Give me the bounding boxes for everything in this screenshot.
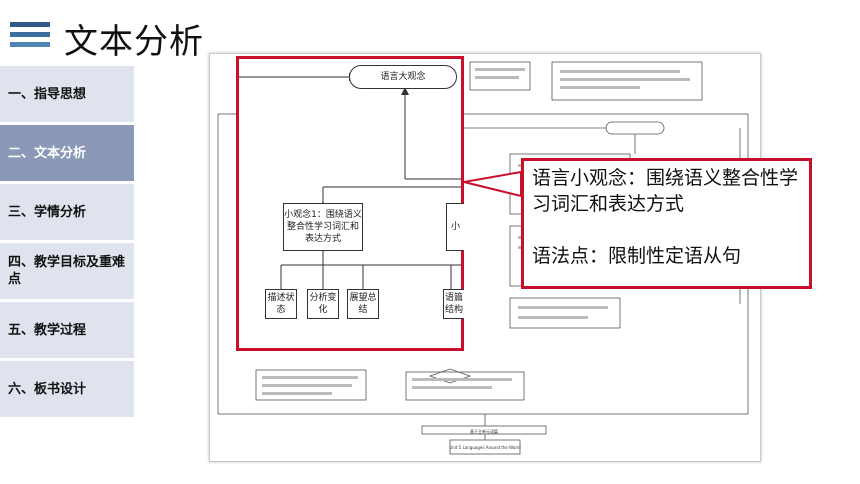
zoom-small-concept-1: 小观念1：围绕语义整合性学习词汇和表达方式	[283, 203, 363, 251]
bottom-box-1-label: 基于主单元语篇	[470, 428, 498, 434]
sidebar-nav: 一、指导思想 二、文本分析 三、学情分析 四、教学目标及重难点 五、教学过程 六…	[0, 66, 134, 420]
hamburger-icon	[10, 22, 50, 52]
sidebar-item-teaching-process[interactable]: 五、教学过程	[0, 302, 134, 358]
zoom-leaf-describe: 描述状态	[265, 289, 297, 319]
callout-grammar-point: 语法点：限制性定语从句	[532, 245, 742, 267]
zoom-leaf-analyze: 分析变化	[307, 289, 339, 319]
sidebar-item-guiding-ideology[interactable]: 一、指导思想	[0, 66, 134, 122]
callout-language-concept: 语言小观念：围绕语义整合性学习词汇和表达方式	[532, 167, 799, 215]
sidebar-item-teaching-goals[interactable]: 四、教学目标及重难点	[0, 243, 134, 299]
sidebar-item-learner-analysis[interactable]: 三、学情分析	[0, 184, 134, 240]
zoom-inset: 语言大观念 小观念1：围绕语义整合性学习词汇和表达方式 小 描述状态 分析变化 …	[236, 56, 464, 351]
bottom-box-2-label: Unit 5 Languages Around the World	[449, 445, 521, 450]
zoom-leaf-structure: 语篇结构	[443, 289, 464, 319]
zoom-leaf-outlook: 展望总结	[347, 289, 379, 319]
zoom-big-concept: 语言大观念	[349, 65, 457, 89]
sidebar-item-text-analysis[interactable]: 二、文本分析	[0, 125, 134, 181]
zoom-partial-concept: 小	[446, 203, 464, 251]
page-title: 文本分析	[64, 22, 204, 62]
sidebar-item-board-design[interactable]: 六、板书设计	[0, 361, 134, 417]
callout-box: 语言小观念：围绕语义整合性学习词汇和表达方式 语法点：限制性定语从句	[521, 158, 812, 289]
